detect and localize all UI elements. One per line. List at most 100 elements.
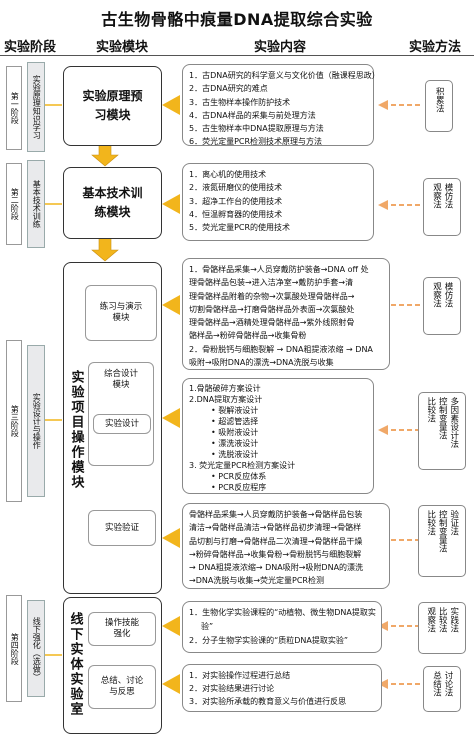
list-item: 3. 荧光定量PCR检测方案设计 bbox=[189, 461, 296, 470]
list-item: 理骨骼样品包装→进入洁净室→戴防护手套→清 bbox=[189, 278, 354, 288]
stage-3-name: 实验设计与操作 bbox=[27, 345, 45, 497]
list-item: 2．液氮研磨仪的使用技术 bbox=[189, 183, 283, 193]
header-method: 实验方法 bbox=[409, 40, 462, 55]
method-label: 总结法 bbox=[431, 671, 442, 697]
list-item: • 裂解液设计 bbox=[211, 406, 259, 415]
list-item: 4．古DNA样品的采集与前处理方法 bbox=[189, 110, 316, 120]
content-basic: 1．离心机的使用技术 2．液氮研磨仪的使用技术 3．超净工作台的使用技术 4．恒… bbox=[182, 163, 374, 241]
method-label: 观察法 bbox=[431, 282, 442, 308]
list-item: 清洁→骨骼样品清洁→骨骼样品初步清理→骨骼样 bbox=[189, 523, 362, 533]
method-box-3: 观察法 模仿法 bbox=[423, 277, 461, 335]
list-item: 吸附→吸附DNA的漂洗→DNA洗脱与收集 bbox=[189, 358, 334, 368]
list-item: 1．生物化学实验课程的“动植物、微生物DNA提取实 bbox=[189, 608, 376, 617]
list-item: 验” bbox=[201, 622, 214, 631]
method-label: 模仿法 bbox=[443, 282, 453, 308]
arrow-right-4 bbox=[162, 408, 180, 428]
arrow-right-5 bbox=[162, 528, 180, 548]
method-label: 比较法 bbox=[425, 510, 436, 536]
arrow-down-2 bbox=[91, 237, 119, 262]
list-item: 理骨骼样品附着的杂物→次氯酸处理骨骼样品→ bbox=[189, 291, 355, 301]
method-box-1: 积累法 bbox=[425, 80, 453, 132]
arrow-right-1 bbox=[162, 95, 180, 115]
submodule-design-title: 综合设计模块 bbox=[103, 369, 138, 390]
method-label: 控制变量法 bbox=[437, 397, 448, 440]
header-module: 实验模块 bbox=[96, 40, 149, 55]
submodule-verify: 实验验证 bbox=[88, 510, 156, 546]
list-item: 品切割与打磨→骨骼样品二次清理→骨骼样品干燥 bbox=[189, 536, 363, 546]
submodule-strengthen: 操作技能强化 bbox=[88, 612, 156, 646]
method-box-4: 比较法 控制变量法 多因素设计法 bbox=[418, 392, 466, 470]
module-basic: 基本技术训练模块 bbox=[63, 167, 162, 239]
list-item: 3．古生物样本操作防护技术 bbox=[189, 97, 291, 107]
list-item: →DNA洗脱与收集→荧光定量PCR检测 bbox=[189, 576, 324, 586]
method-label: 积累法 bbox=[434, 87, 445, 113]
list-item: 4．恒温孵育器的使用技术 bbox=[189, 209, 283, 219]
list-item: 3．超净工作台的使用技术 bbox=[189, 196, 283, 206]
stage-3-number: 第三阶段 bbox=[6, 340, 22, 502]
list-item: 1．古DNA研究的科学意义与文化价值（融课程思政） bbox=[189, 71, 380, 80]
content-summary: 1．对实验操作过程进行总结 2．对实验结果进行讨论 3．对实验所承载的教育意义与… bbox=[182, 664, 382, 712]
module-principle: 实验原理预习模块 bbox=[63, 66, 162, 146]
content-design: 1.骨骼破碎方案设计 2.DNA提取方案设计 • 裂解液设计 • 超滤管选择 •… bbox=[182, 378, 374, 494]
method-label: 多因素设计法 bbox=[448, 397, 459, 448]
method-label: 模仿法 bbox=[443, 183, 453, 209]
arrow-right-3 bbox=[162, 295, 180, 315]
stage-2-number: 第二阶段 bbox=[6, 163, 22, 245]
page-title: 古生物骨骼中痕量DNA提取综合实验 bbox=[101, 10, 373, 29]
arrow-right-7 bbox=[162, 674, 180, 694]
list-item: 1.骨骼破碎方案设计 bbox=[189, 384, 261, 393]
method-label: 控制变量法 bbox=[437, 510, 448, 553]
submodule-practice: 练习与演示模块 bbox=[85, 285, 157, 341]
method-label: 验证法 bbox=[448, 510, 459, 536]
list-item: 理骨骼样品→酒精处理骨骼样品→紫外线照射骨 bbox=[189, 318, 355, 328]
content-practice: 1．骨骼样品采集→人员穿戴防护装备→DNA off 处 理骨骼样品包装→进入洁净… bbox=[182, 258, 390, 370]
list-item: 1．对实验操作过程进行总结 bbox=[189, 671, 291, 680]
method-box-7: 总结法 讨论法 bbox=[423, 666, 461, 712]
module-project-label: 实验项目操作模块 bbox=[68, 370, 84, 490]
arrow-down-1 bbox=[91, 144, 119, 167]
list-item: • 漂洗液设计 bbox=[211, 439, 259, 448]
stage-4-number: 第四阶段 bbox=[6, 595, 22, 702]
header-stage: 实验阶段 bbox=[4, 40, 57, 55]
list-item: 3．对实验所承载的教育意义与价值进行反思 bbox=[189, 697, 347, 706]
content-strengthen: 1．生物化学实验课程的“动植物、微生物DNA提取实 验” 2．分子生物学实验课的… bbox=[182, 601, 382, 653]
stage-4-name: 线下强化（选做） bbox=[27, 600, 45, 697]
list-item: • 超滤管选择 bbox=[211, 417, 259, 426]
list-item: • 吸附液设计 bbox=[211, 428, 259, 437]
module-offline-label: 线下实体实验室 bbox=[67, 611, 83, 717]
list-item: 2．分子生物学实验课的“质粒DNA提取实验” bbox=[189, 636, 348, 645]
arrow-right-6 bbox=[162, 616, 180, 636]
list-item: 5．古生物样本中DNA提取原理与方法 bbox=[189, 124, 324, 134]
stage-1-name: 实验原理知识学习 bbox=[27, 62, 45, 152]
method-label: 讨论法 bbox=[443, 671, 453, 697]
list-item: 6．荧光定量PCR检测技术原理与方法 bbox=[189, 137, 323, 147]
content-verify: 骨骼样品采集→人员穿戴防护装备→骨骼样品包装 清洁→骨骼样品清洁→骨骼样品初步清… bbox=[182, 503, 390, 589]
method-box-6: 观察法 比较法 实践法 bbox=[418, 602, 466, 654]
method-box-5: 比较法 控制变量法 验证法 bbox=[418, 505, 466, 577]
list-item: →粉碎骨骼样品→收集骨粉→骨粉脱钙与细胞裂解 bbox=[189, 549, 362, 559]
list-item: → DNA粗提液浓缩→ DNA吸附→吸附DNA的漂洗 bbox=[189, 563, 364, 573]
list-item: • 洗脱液设计 bbox=[211, 450, 259, 459]
submodule-summary: 总结、讨论与反思 bbox=[88, 665, 156, 709]
header-divider bbox=[0, 55, 474, 56]
list-item: • PCR反应程序 bbox=[211, 483, 267, 492]
list-item: 骨骼样品采集→人员穿戴防护装备→骨骼样品包装 bbox=[189, 510, 363, 519]
list-item: 1．骨骼样品采集→人员穿戴防护装备→DNA off 处 bbox=[189, 265, 369, 274]
list-item: 2．骨粉脱钙与细胞裂解 → DNA粗提液浓缩 → DNA bbox=[189, 344, 373, 354]
method-box-2: 观察法 模仿法 bbox=[423, 178, 461, 236]
list-item: 2．古DNA研究的难点 bbox=[189, 84, 268, 94]
stage-1-number: 第一阶段 bbox=[6, 66, 22, 150]
header-content: 实验内容 bbox=[254, 40, 307, 55]
list-item: • PCR反应体系 bbox=[211, 472, 267, 481]
list-item: 2.DNA提取方案设计 bbox=[189, 395, 263, 404]
list-item: 切割骨骼样品→打磨骨骼样品外表面→次氯酸处 bbox=[189, 304, 355, 314]
list-item: 2．对实验结果进行讨论 bbox=[189, 684, 275, 693]
method-label: 比较法 bbox=[437, 607, 448, 633]
stage-2-name: 基本技术训练 bbox=[27, 160, 45, 248]
content-principle: 1．古DNA研究的科学意义与文化价值（融课程思政） 2．古DNA研究的难点 3．… bbox=[182, 64, 380, 147]
submodule-design: 实验设计 bbox=[93, 414, 151, 434]
method-label: 比较法 bbox=[425, 397, 436, 423]
method-label: 实践法 bbox=[448, 607, 459, 633]
method-label: 观察法 bbox=[431, 183, 442, 209]
method-label: 观察法 bbox=[425, 607, 436, 633]
